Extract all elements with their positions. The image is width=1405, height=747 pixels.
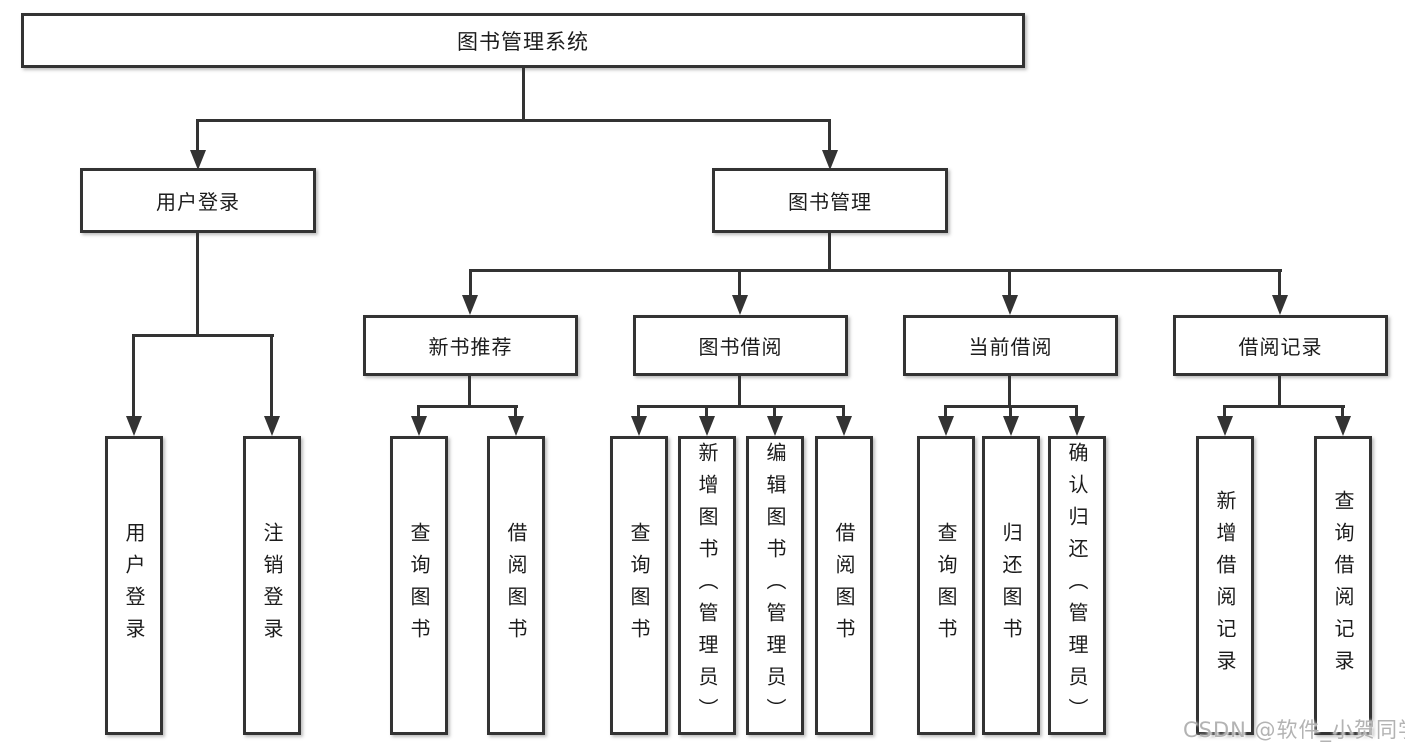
node-label: 图书管理 bbox=[788, 190, 872, 214]
leaf-label: 借阅图书 bbox=[832, 521, 856, 650]
leaf-query-borrow-record: 查询借阅记录 bbox=[1314, 436, 1372, 735]
node-label: 当前借阅 bbox=[968, 335, 1053, 359]
csdn-watermark: CSDN @软件_小贺同学 bbox=[1183, 718, 1405, 742]
node-borrow-records: 借阅记录 bbox=[1173, 315, 1388, 376]
leaf-return-books: 归还图书 bbox=[982, 436, 1040, 735]
leaf-confirm-return-admin: 确认归还（管理员） bbox=[1048, 436, 1106, 735]
leaf-add-borrow-record: 新增借阅记录 bbox=[1196, 436, 1254, 735]
arrowhead-book-management bbox=[822, 150, 838, 170]
leaf-edit-books-admin: 编辑图书（管理员） bbox=[746, 436, 804, 735]
node-label: 新书推荐 bbox=[428, 335, 513, 359]
connector-user-login-stem bbox=[196, 233, 199, 337]
leaf-label: 借阅图书 bbox=[504, 521, 528, 650]
node-book-borrow: 图书借阅 bbox=[633, 315, 848, 376]
leaf-label: 确认归还（管理员） bbox=[1065, 441, 1089, 730]
arrowhead-borrow-records bbox=[1272, 295, 1288, 315]
connector-stem-leaf bbox=[1341, 405, 1344, 418]
connector-book-management-stem bbox=[828, 233, 831, 272]
leaf-user-login: 用户登录 bbox=[105, 436, 163, 735]
connector-root-rail bbox=[196, 119, 831, 122]
arrowhead-new-book bbox=[462, 295, 478, 315]
leaf-label: 查询图书 bbox=[407, 521, 431, 650]
leaf-query-books-borrow: 查询图书 bbox=[610, 436, 668, 735]
node-current-borrow: 当前借阅 bbox=[903, 315, 1118, 376]
connector-book-borrow-rail bbox=[637, 405, 845, 408]
arrowhead-leaf-return-books bbox=[1003, 416, 1019, 436]
arrowhead-leaf-edit-books bbox=[767, 416, 783, 436]
leaf-borrow-books: 借阅图书 bbox=[815, 436, 873, 735]
leaf-label: 查询借阅记录 bbox=[1331, 489, 1355, 682]
connector-stem-leaf-login bbox=[132, 334, 135, 418]
connector-stem-book-management bbox=[828, 119, 831, 153]
leaf-label: 查询图书 bbox=[627, 521, 651, 650]
leaf-logout: 注销登录 bbox=[243, 436, 301, 735]
connector-stem-book-borrow bbox=[738, 269, 741, 298]
connector-stem-borrow-records bbox=[1278, 269, 1281, 298]
node-new-book-recommend: 新书推荐 bbox=[363, 315, 578, 376]
connector-new-book-rail bbox=[417, 405, 518, 408]
leaf-label: 用户登录 bbox=[122, 521, 146, 650]
node-book-management: 图书管理 bbox=[712, 168, 948, 233]
arrowhead-current-borrow bbox=[1002, 295, 1018, 315]
node-user-login: 用户登录 bbox=[80, 168, 316, 233]
arrowhead-leaf-query-borrow-record bbox=[1335, 416, 1351, 436]
connector-stem-leaf bbox=[417, 405, 420, 418]
connector-stem-leaf bbox=[1075, 405, 1078, 418]
connector-root-stem bbox=[522, 68, 525, 122]
node-label: 借阅记录 bbox=[1238, 335, 1323, 359]
arrowhead-leaf-add-books bbox=[699, 416, 715, 436]
connector-current-borrow-stem bbox=[1008, 376, 1011, 408]
arrowhead-leaf-borrow-books bbox=[836, 416, 852, 436]
connector-new-book-stem bbox=[468, 376, 471, 408]
connector-stem-new-book bbox=[469, 269, 472, 298]
connector-book-management-rail bbox=[469, 269, 1282, 272]
leaf-label: 新增图书（管理员） bbox=[695, 441, 719, 730]
leaf-label: 新增借阅记录 bbox=[1213, 489, 1237, 682]
arrowhead-leaf-query-books-current bbox=[938, 416, 954, 436]
connector-stem-leaf bbox=[944, 405, 947, 418]
connector-stem-leaf bbox=[705, 405, 708, 418]
connector-stem-leaf bbox=[842, 405, 845, 418]
arrowhead-leaf-borrow-books-recommend bbox=[508, 416, 524, 436]
leaf-label: 编辑图书（管理员） bbox=[763, 441, 787, 730]
connector-stem-leaf bbox=[773, 405, 776, 418]
connector-book-borrow-stem bbox=[738, 376, 741, 408]
arrowhead-leaf-query-books-recommend bbox=[411, 416, 427, 436]
connector-stem-leaf bbox=[514, 405, 517, 418]
connector-user-login-rail bbox=[132, 334, 274, 337]
connector-borrow-records-rail bbox=[1223, 405, 1345, 408]
arrowhead-user-login bbox=[190, 150, 206, 170]
arrowhead-book-borrow bbox=[732, 295, 748, 315]
connector-stem-current-borrow bbox=[1008, 269, 1011, 298]
leaf-add-books-admin: 新增图书（管理员） bbox=[678, 436, 736, 735]
connector-stem-leaf-logout bbox=[270, 334, 273, 418]
leaf-label: 注销登录 bbox=[260, 521, 284, 650]
connector-borrow-records-stem bbox=[1278, 376, 1281, 408]
arrowhead-leaf-login bbox=[126, 416, 142, 436]
connector-stem-leaf bbox=[1223, 405, 1226, 418]
arrowhead-leaf-confirm-return bbox=[1069, 416, 1085, 436]
arrowhead-leaf-add-borrow-record bbox=[1217, 416, 1233, 436]
node-label: 用户登录 bbox=[156, 190, 240, 214]
connector-stem-leaf bbox=[1009, 405, 1012, 418]
leaf-label: 查询图书 bbox=[934, 521, 958, 650]
connector-stem-leaf bbox=[637, 405, 640, 418]
node-library-management-system: 图书管理系统 bbox=[21, 13, 1025, 68]
leaf-query-books-recommend: 查询图书 bbox=[390, 436, 448, 735]
leaf-borrow-books-recommend: 借阅图书 bbox=[487, 436, 545, 735]
connector-stem-user-login bbox=[196, 119, 199, 153]
node-label: 图书管理系统 bbox=[457, 29, 589, 54]
node-label: 图书借阅 bbox=[698, 335, 783, 359]
leaf-query-books-current: 查询图书 bbox=[917, 436, 975, 735]
leaf-label: 归还图书 bbox=[999, 521, 1023, 650]
arrowhead-leaf-logout bbox=[264, 416, 280, 436]
arrowhead-leaf-query-books-borrow bbox=[631, 416, 647, 436]
